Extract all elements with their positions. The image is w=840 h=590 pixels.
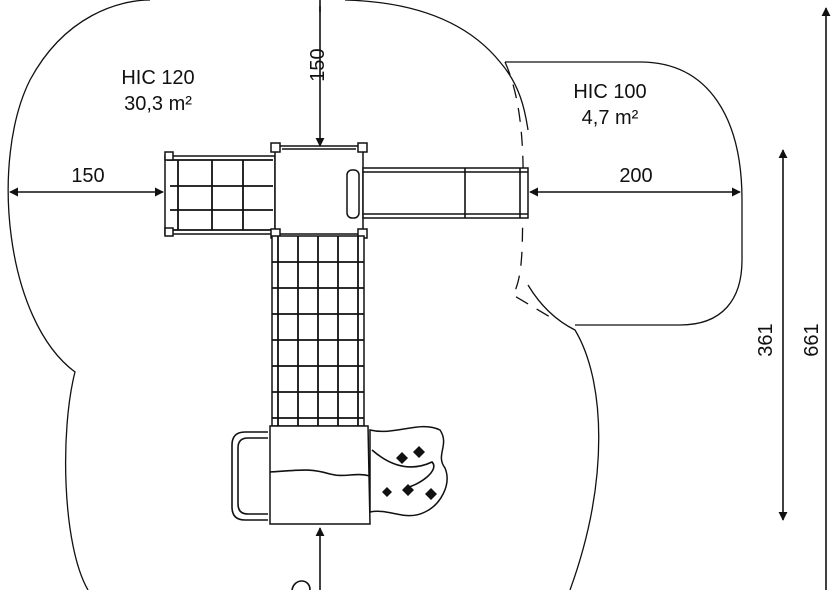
dimension-left: 150 — [9, 165, 164, 197]
dimension-top: 150 — [307, 0, 329, 147]
zone-hic100-label: HIC 100 — [573, 81, 646, 103]
dimension-bottom — [291, 527, 325, 590]
safety-zone-hic100-outline — [505, 61, 743, 326]
zone-boundary-dashed — [504, 61, 556, 321]
dimension-right: 200 — [529, 165, 741, 197]
vertical-climbing-net — [271, 235, 365, 427]
zone-hic120-label: HIC 120 — [121, 67, 194, 89]
dimension-top-label: 150 — [307, 48, 329, 81]
dimension-left-label: 150 — [71, 165, 104, 187]
dimension-right-label: 200 — [619, 165, 652, 187]
zone-hic120-area: 30,3 m² — [124, 93, 192, 115]
lower-platform — [231, 425, 448, 525]
horizontal-climbing-net — [164, 151, 276, 237]
zone-hic100-area: 4,7 m² — [582, 107, 639, 129]
dimension-inner-height-label: 361 — [755, 323, 777, 356]
tower-platform — [270, 142, 368, 239]
dimension-total-height-label: 661 — [801, 323, 823, 356]
safety-zone-hic120-outline — [7, 0, 600, 590]
dimension-inner-height: 361 — [755, 149, 788, 521]
dimension-total-height: 661 — [801, 7, 831, 590]
slide — [362, 167, 529, 219]
